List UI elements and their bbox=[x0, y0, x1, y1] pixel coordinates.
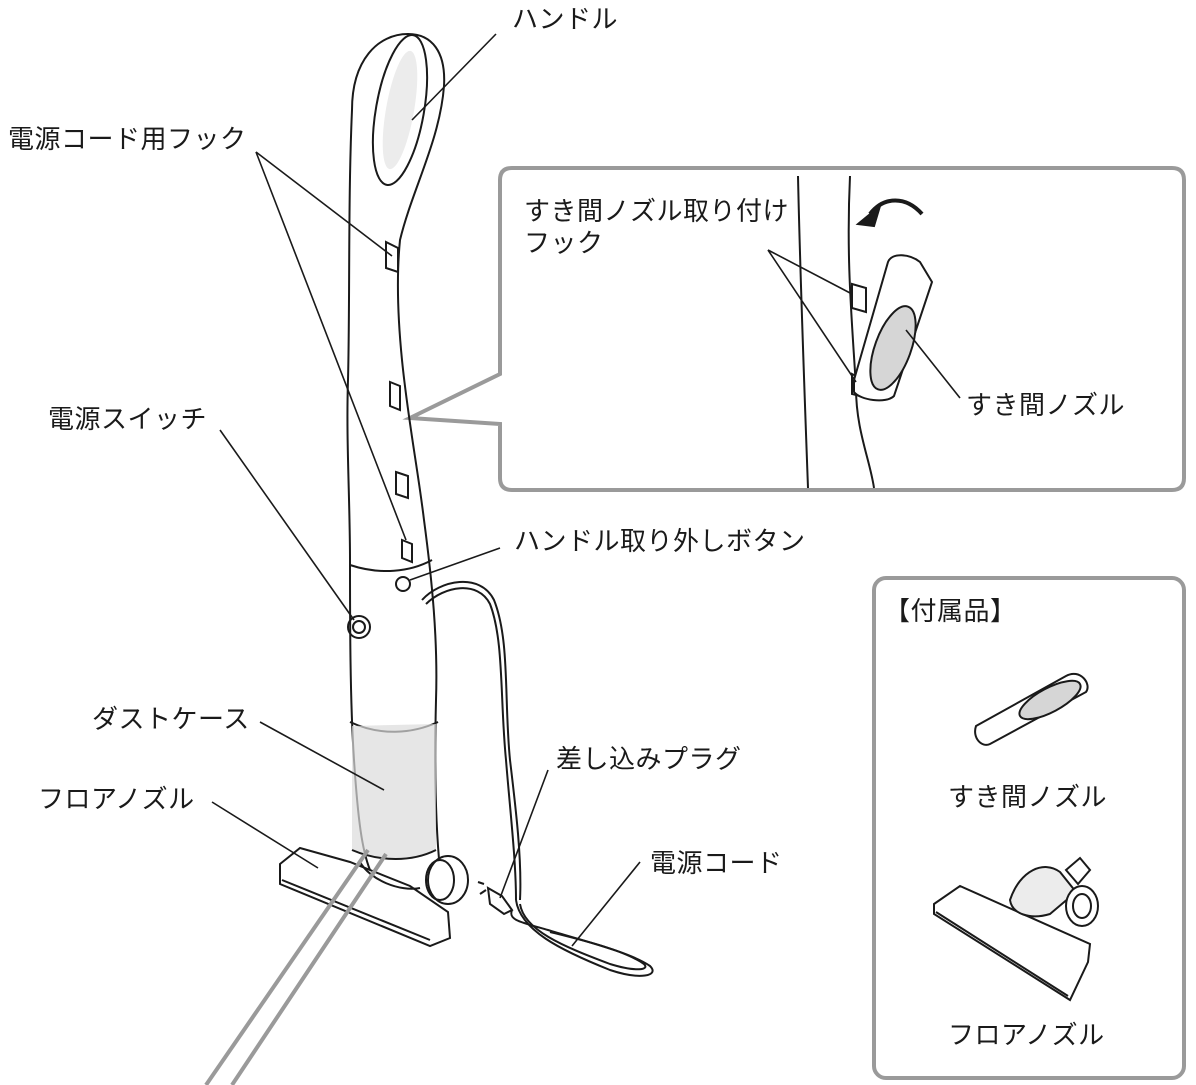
label-crevice-nozzle-detail: すき間ノズル bbox=[966, 391, 1126, 421]
label-handle: ハンドル bbox=[512, 5, 619, 35]
label-power-cord: 電源コード bbox=[650, 849, 783, 879]
label-floor-nozzle: フロアノズル bbox=[38, 785, 195, 815]
accessory-crevice-nozzle-drawing bbox=[974, 673, 1089, 746]
label-nozzle-hook-line2: フック bbox=[524, 229, 604, 259]
label-plug: 差し込みプラグ bbox=[556, 745, 742, 775]
accessories-frame bbox=[872, 576, 1186, 1080]
vacuum-body bbox=[279, 32, 469, 948]
accessory-label-floor-nozzle: フロアノズル bbox=[948, 1021, 1105, 1051]
label-power-switch: 電源スイッチ bbox=[48, 405, 208, 435]
accessory-floor-nozzle-drawing bbox=[933, 856, 1099, 1002]
power-cord bbox=[421, 581, 654, 977]
accessories-heading: 【付属品】 bbox=[884, 597, 1017, 627]
label-nozzle-hook-line1: すき間ノズル取り付け bbox=[524, 197, 790, 227]
grey-pointer-lines bbox=[204, 848, 388, 1085]
label-handle-release-button: ハンドル取り外しボタン bbox=[514, 527, 806, 557]
accessory-label-crevice-nozzle: すき間ノズル bbox=[948, 783, 1108, 813]
leader-lines bbox=[211, 33, 961, 947]
detail-callout-frame bbox=[402, 166, 1186, 492]
detail-view bbox=[797, 175, 934, 489]
label-cord-hook: 電源コード用フック bbox=[8, 125, 247, 155]
label-dust-case: ダストケース bbox=[92, 705, 250, 735]
